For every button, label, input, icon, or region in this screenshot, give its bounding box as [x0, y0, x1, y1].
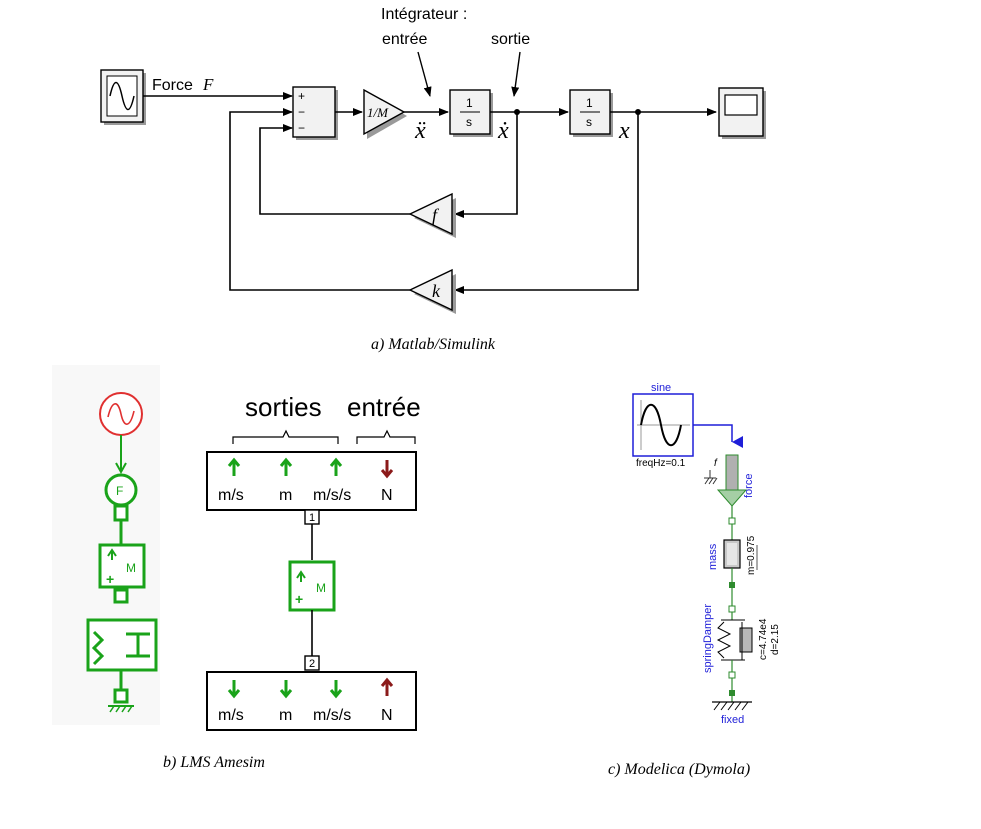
amesim-mass-icon: [98, 543, 146, 589]
amesim-top-port-box: [206, 451, 417, 511]
modelica-mass-param: m=0.975: [746, 535, 757, 575]
x-dot-label: ẋ: [497, 118, 509, 144]
bottom-port-4: N: [381, 707, 393, 724]
top-port-3: m/s/s: [313, 487, 351, 504]
entree-pointer: [417, 51, 432, 97]
amesim-diagram: F M + sorties entrée m/s m m/s/s N 1: [52, 365, 421, 771]
modelica-damper-icon: [739, 627, 753, 653]
integrator-input-label: entrée: [382, 31, 427, 48]
gain-mass-block: [363, 88, 406, 136]
modelica-force-support-icon: [704, 470, 718, 485]
scope-screen-icon: [724, 94, 758, 116]
svg-text:M: M: [126, 561, 136, 575]
gain-mass-label: 1/M: [367, 105, 389, 120]
amesim-outputs-label: sorties: [245, 392, 322, 422]
modelica-fixed-name: fixed: [721, 714, 744, 726]
sine-wave-icon: [109, 81, 135, 111]
gain-k-block: [408, 268, 453, 312]
svg-text:+: +: [295, 591, 303, 607]
port-2-tag: [304, 655, 320, 671]
svg-text:f: f: [714, 458, 718, 469]
integrator-1-num: 1: [466, 96, 473, 110]
gain-k-label: k: [432, 281, 441, 301]
top-port-1: m/s: [218, 487, 244, 504]
svg-text:2: 2: [309, 658, 315, 670]
modelica-d-param: d=2.15: [770, 624, 781, 655]
integrator-2-num: 1: [586, 96, 593, 110]
sum-sign-1: +: [298, 89, 305, 103]
simulink-diagram: Intégrateur : entrée sortie Force F + − …: [100, 6, 766, 353]
top-port-4: N: [381, 487, 393, 504]
force-label: Force: [152, 77, 193, 94]
integrator-2-den: s: [586, 115, 592, 129]
modelica-caption: c) Modelica (Dymola): [608, 761, 750, 778]
simulink-caption: a) Matlab/Simulink: [371, 336, 496, 353]
force-symbol: F: [202, 75, 214, 94]
modelica-force-block: [725, 454, 739, 496]
integrator-title: Intégrateur :: [381, 6, 467, 23]
x-label: x: [618, 118, 630, 144]
svg-text:M: M: [316, 581, 326, 595]
input-brace: [356, 429, 416, 444]
sum-sign-3: −: [298, 121, 305, 135]
modelica-sine-name: sine: [651, 382, 671, 394]
integrator-1-den: s: [466, 115, 472, 129]
svg-text:F: F: [116, 484, 123, 498]
amesim-spring-damper-icon: [86, 618, 158, 672]
modelica-spring-damper-name: springDamper: [702, 604, 714, 673]
x-ddot-label: ẍ: [414, 118, 426, 144]
amesim-caption: b) LMS Amesim: [163, 754, 265, 771]
amesim-input-label: entrée: [347, 392, 421, 422]
bottom-port-2: m: [279, 707, 292, 724]
top-port-2: m: [279, 487, 292, 504]
modelica-c-param: c=4.74e4: [758, 618, 769, 660]
gain-f-label: f: [432, 205, 440, 225]
modelica-spring-icon: [716, 621, 732, 659]
modelica-force-name: force: [743, 474, 755, 498]
amesim-bottom-port-box: [206, 671, 417, 731]
gain-f-block: [408, 192, 453, 236]
bottom-port-1: m/s: [218, 707, 244, 724]
modelica-diagram: sine freqHz=0.1 force f mass m=0.975 spr…: [608, 382, 781, 778]
modelica-freq-param: freqHz=0.1: [636, 458, 686, 469]
sum-sign-2: −: [298, 105, 305, 119]
outputs-brace: [232, 429, 339, 444]
sortie-pointer: [511, 51, 521, 97]
bottom-port-3: m/s/s: [313, 707, 351, 724]
modelica-sine-wave-icon: [640, 404, 682, 446]
modelica-mass-name: mass: [707, 543, 719, 570]
svg-text:1: 1: [309, 512, 315, 524]
integrator-output-label: sortie: [491, 31, 530, 48]
svg-text:+: +: [106, 571, 114, 587]
